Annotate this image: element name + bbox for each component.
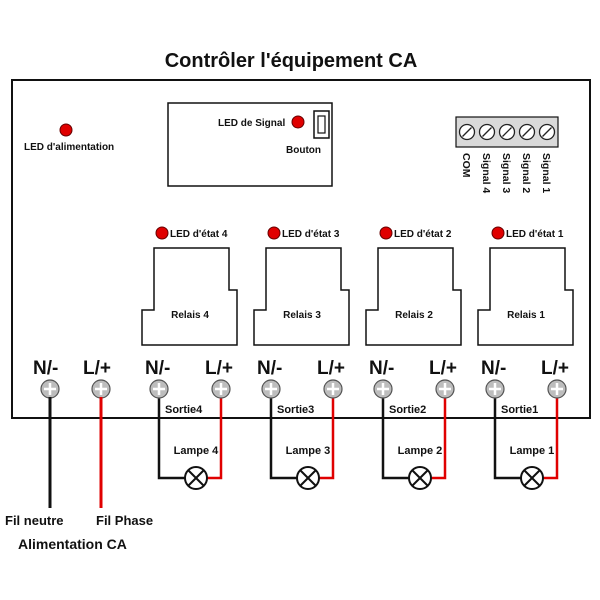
output-label: Sortie1 <box>501 404 538 416</box>
diagram-title: Contrôler l'équipement CA <box>165 50 418 72</box>
lamp-label: Lampe 1 <box>510 445 555 457</box>
channel-live-terminal <box>547 379 567 399</box>
neutral-output-wire <box>493 397 521 480</box>
channel-neutral-label: N/- <box>481 358 506 379</box>
signal-led-label: LED de Signal <box>218 118 285 129</box>
relay <box>141 247 238 346</box>
signal-terminal-screw <box>518 123 536 141</box>
relay-label: Relais 3 <box>283 310 321 321</box>
output-label: Sortie2 <box>389 404 426 416</box>
status-led <box>267 226 281 240</box>
lamp-icon <box>184 466 208 490</box>
phase-wire-label: Fil Phase <box>96 513 153 528</box>
channel-neutral-terminal <box>149 379 169 399</box>
channel-live-terminal <box>323 379 343 399</box>
signal-terminal-label: Signal 3 <box>500 153 512 193</box>
channel-neutral-terminal <box>261 379 281 399</box>
status-led <box>491 226 505 240</box>
output-label: Sortie4 <box>165 404 203 416</box>
status-led <box>379 226 393 240</box>
main-neutral-label: N/- <box>33 358 58 379</box>
receiver-module <box>167 102 333 187</box>
live-output-wire <box>207 397 223 480</box>
status-led <box>155 226 169 240</box>
status-led-label: LED d'état 1 <box>506 229 564 240</box>
lamp-label: Lampe 3 <box>286 445 331 457</box>
channel-live-label: L/+ <box>205 358 233 379</box>
signal-led <box>291 115 305 129</box>
channel-neutral-label: N/- <box>257 358 282 379</box>
neutral-wire-label: Fil neutre <box>5 513 64 528</box>
power-led <box>59 123 73 137</box>
status-led-label: LED d'état 3 <box>282 229 340 240</box>
live-output-wire <box>543 397 559 480</box>
channel-live-label: L/+ <box>429 358 457 379</box>
relay <box>365 247 462 346</box>
neutral-output-wire <box>381 397 409 480</box>
main-live-terminal <box>91 379 111 399</box>
relay-label: Relais 4 <box>171 310 209 321</box>
status-led-label: LED d'état 2 <box>394 229 452 240</box>
channel-live-terminal <box>435 379 455 399</box>
lamp-icon <box>296 466 320 490</box>
relay-label: Relais 2 <box>395 310 433 321</box>
channel-live-label: L/+ <box>317 358 345 379</box>
signal-terminal-screw <box>498 123 516 141</box>
signal-terminal-label: Signal 2 <box>520 153 532 193</box>
relay <box>253 247 350 346</box>
status-led-label: LED d'état 4 <box>170 229 228 240</box>
main-live-label: L/+ <box>83 358 111 379</box>
supply-label: Alimentation CA <box>18 536 127 552</box>
relay-label: Relais 1 <box>507 310 545 321</box>
signal-terminal-screw <box>538 123 556 141</box>
signal-terminal-label: Signal 1 <box>540 153 552 193</box>
pairing-button[interactable] <box>313 110 330 139</box>
channel-neutral-label: N/- <box>369 358 394 379</box>
signal-terminal-label: COM <box>460 153 472 178</box>
lamp-label: Lampe 4 <box>174 445 220 457</box>
signal-terminal-screw <box>478 123 496 141</box>
neutral-output-wire <box>269 397 297 480</box>
channel-neutral-terminal <box>485 379 505 399</box>
channel-live-terminal <box>211 379 231 399</box>
main-neutral-terminal <box>40 379 60 399</box>
lamp-label: Lampe 2 <box>398 445 443 457</box>
button-label: Bouton <box>286 145 321 156</box>
neutral-output-wire <box>157 397 185 480</box>
signal-terminal-screw <box>458 123 476 141</box>
power-led-label: LED d'alimentation <box>24 142 114 153</box>
live-output-wire <box>319 397 335 480</box>
lamp-icon <box>408 466 432 490</box>
signal-terminal-label: Signal 4 <box>480 153 492 193</box>
channel-neutral-terminal <box>373 379 393 399</box>
channel-live-label: L/+ <box>541 358 569 379</box>
channel-neutral-label: N/- <box>145 358 170 379</box>
live-output-wire <box>431 397 447 480</box>
relay <box>477 247 574 346</box>
lamp-icon <box>520 466 544 490</box>
output-label: Sortie3 <box>277 404 314 416</box>
